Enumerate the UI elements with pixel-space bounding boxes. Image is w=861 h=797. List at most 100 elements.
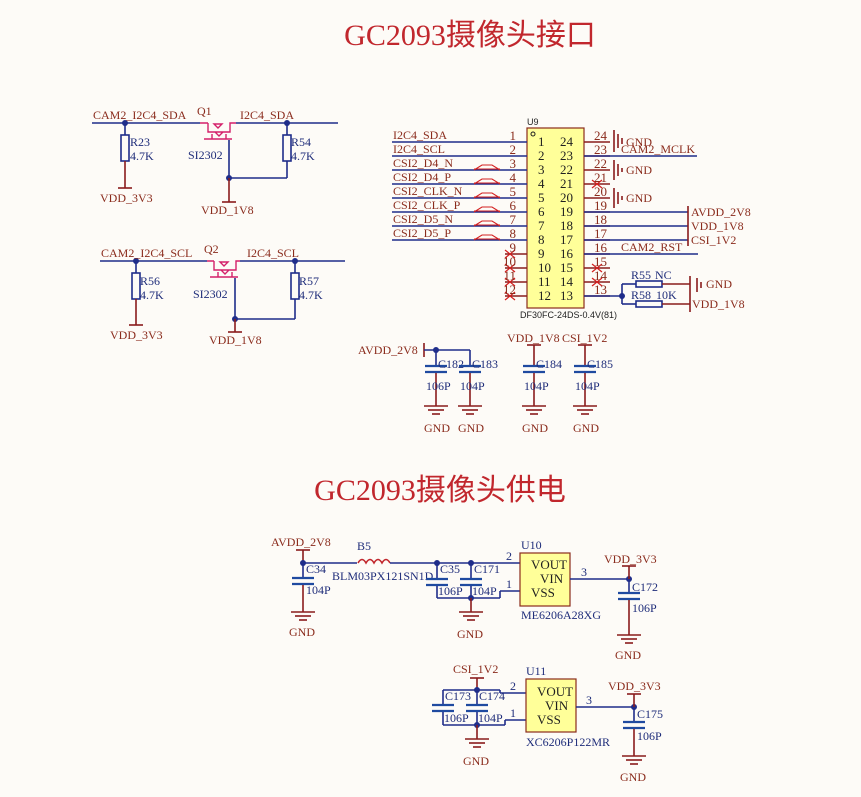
diff-pair-icon	[473, 220, 501, 227]
r23-rail: VDD_3V3	[100, 191, 153, 205]
u11-pin-vss: VSS	[537, 712, 561, 727]
u9-inner-right-21: 21	[560, 176, 573, 191]
u9-inner-right-15: 15	[560, 260, 573, 275]
u9-pin-2: 2	[510, 142, 517, 157]
r55-ref: R55	[631, 268, 651, 282]
u10-pin-vin: VIN	[540, 571, 564, 586]
cap-gnd: GND	[458, 421, 484, 435]
r55-rail: GND	[706, 277, 732, 291]
u11-pin-vout: VOUT	[537, 684, 573, 699]
u9-inner-left-7: 7	[538, 218, 545, 233]
u9-pin-19: 19	[594, 198, 607, 213]
cap-gnd: GND	[424, 421, 450, 435]
diff-pair-icon	[473, 206, 501, 213]
c171-value: 104P	[472, 584, 497, 598]
u9-inner-left-8: 8	[538, 232, 545, 247]
c34-gnd: GND	[289, 625, 315, 639]
u9-pin-11: 11	[503, 268, 516, 283]
cap-value: 106P	[426, 379, 451, 393]
u9-inner-left-12: 12	[538, 288, 551, 303]
r55-value: NC	[655, 268, 672, 282]
net-avdd-2v8: AVDD_2V8	[691, 205, 751, 219]
u9-pin-13: 13	[594, 282, 607, 297]
net-vdd-1v8: VDD_1V8	[691, 219, 744, 233]
c175-value: 106P	[637, 729, 662, 743]
u9-inner-right-22: 22	[560, 162, 573, 177]
q2-ref: Q2	[204, 242, 219, 256]
b5-ref: B5	[357, 539, 371, 553]
u10-part: ME6206A28XG	[521, 608, 601, 622]
u9-inner-right-18: 18	[560, 218, 573, 233]
u9-pin-3: 3	[510, 156, 517, 171]
c174-ref: C174	[479, 689, 505, 703]
u10-pin3: 3	[581, 565, 587, 579]
u9-inner-right-16: 16	[560, 246, 574, 261]
u9-inner-left-10: 10	[538, 260, 551, 275]
u9-gnd-2: GND	[626, 163, 652, 177]
u10-vdd-3v3: VDD_3V3	[604, 552, 657, 566]
u11-pin3: 3	[586, 693, 592, 707]
net-csi2-clk-n: CSI2_CLK_N	[393, 184, 463, 198]
u11-pin-vin: VIN	[545, 698, 569, 713]
u9-ref: U9	[527, 117, 539, 127]
u9-pin-15: 15	[594, 254, 607, 269]
u11-part: XC6206P122MR	[526, 735, 610, 749]
u9-pin-20: 20	[594, 184, 607, 199]
c35-ref: C35	[440, 562, 460, 576]
u9-pin-4: 4	[510, 170, 517, 185]
cap-ref: C183	[472, 357, 498, 371]
u9-pin-21: 21	[594, 170, 607, 185]
resistor-r57	[290, 272, 300, 300]
title-power: GC2093摄像头供电	[314, 474, 566, 507]
u9-inner-right-20: 20	[560, 190, 573, 205]
c173-value: 106P	[444, 711, 469, 725]
u9-pin-14: 14	[594, 268, 608, 283]
u9-inner-right-14: 14	[560, 274, 574, 289]
net-csi2-d5-p: CSI2_D5_P	[393, 226, 451, 240]
u10-ref: U10	[521, 538, 542, 552]
r58-value: 10K	[656, 288, 677, 302]
diff-pair-icon	[473, 178, 501, 185]
u9-pin-17: 17	[594, 226, 608, 241]
q1-ref: Q1	[197, 104, 212, 118]
r54-value: 4.7K	[291, 149, 315, 163]
diff-pair-icon	[473, 192, 501, 199]
r57-ref: R57	[299, 274, 319, 288]
u9-inner-right-23: 23	[560, 148, 573, 163]
u9-pin-5: 5	[510, 184, 517, 199]
u11-vdd-3v3: VDD_3V3	[608, 679, 661, 693]
u9-pin-1: 1	[510, 128, 517, 143]
net-csi2-d4-n: CSI2_D4_N	[393, 156, 453, 170]
u9-part: DF30FC-24DS-0.4V(81)	[520, 310, 617, 320]
power-section: AVDD_2V8 B5 BLM03PX121SN1D C34 104P GND	[271, 535, 663, 784]
net-cam2-i2c4-sda: CAM2_I2C4_SDA	[93, 108, 187, 122]
sda-level-shifter: CAM2_I2C4_SDA I2C4_SDA R23 4.7K VDD_3V3 …	[92, 104, 338, 217]
u10-pin2: 2	[506, 549, 512, 563]
net-csi-1v2: CSI_1V2	[691, 233, 736, 247]
u9-gnd-3: GND	[626, 191, 652, 205]
decoupling-caps: AVDD_2V8 VDD_1V8 CSI_1V2 C182106PGNDC183…	[358, 331, 613, 435]
u11-pin1: 1	[510, 706, 516, 720]
u9-inner-right-19: 19	[560, 204, 573, 219]
u9-inner-left-1: 1	[538, 134, 545, 149]
r54-ref: R54	[291, 135, 311, 149]
connector-u9-body	[526, 127, 585, 309]
cap-value: 104P	[460, 379, 485, 393]
r23-ref: R23	[130, 135, 150, 149]
c171-ref: C171	[474, 562, 500, 576]
c174-value: 104P	[478, 711, 503, 725]
r58-rail: VDD_1V8	[692, 297, 745, 311]
mosfet-q2-icon	[207, 260, 240, 278]
mosfet-q1-icon	[200, 122, 236, 140]
net-i2c4-sda-out: I2C4_SDA	[240, 108, 294, 122]
u11-pin2: 2	[510, 679, 516, 693]
net-i2c4-scl-out: I2C4_SCL	[247, 246, 299, 260]
u9-gnd-1: GND	[626, 135, 652, 149]
cap-value: 104P	[575, 379, 600, 393]
u9-pin-12: 12	[503, 282, 516, 297]
q2-part: SI2302	[193, 287, 228, 301]
u9-pin-8: 8	[510, 226, 517, 241]
u9-inner-left-5: 5	[538, 190, 545, 205]
